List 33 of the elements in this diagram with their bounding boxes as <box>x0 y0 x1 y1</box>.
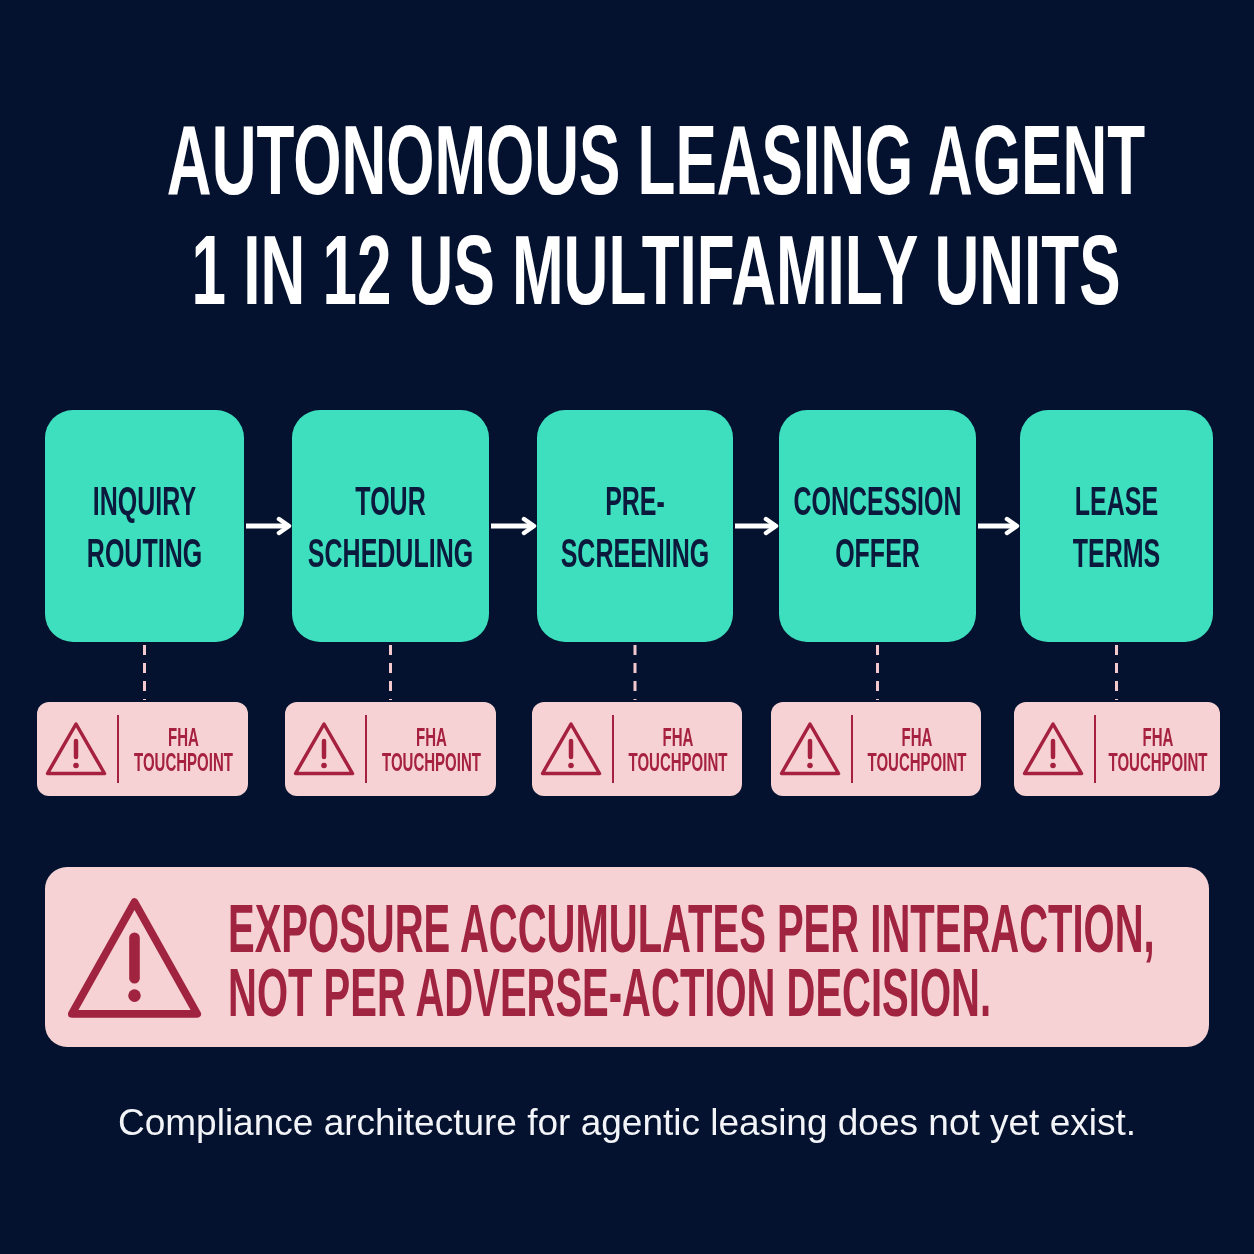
touchpoint-box <box>1014 702 1220 796</box>
dashed-connector <box>876 645 879 700</box>
step-label: INQUIRY ROUTING <box>86 476 203 576</box>
step-label: TOUR SCHEDULING <box>307 476 474 576</box>
step-label: LEASE TERMS <box>1072 476 1161 576</box>
caption: Compliance architecture for agentic leasing does not yet exist. <box>118 1101 1136 1145</box>
step-label: CONCESSION OFFER <box>793 476 962 576</box>
touchpoint-box <box>532 702 742 796</box>
arrow <box>735 516 779 536</box>
touchpoint-box <box>285 702 496 796</box>
arrow <box>978 516 1020 536</box>
process-box <box>779 410 976 642</box>
process-box <box>537 410 733 642</box>
touchpoint-label: FHA TOUCHPOINT <box>382 723 481 775</box>
touchpoint-box <box>37 702 248 796</box>
dashed-connector <box>389 645 392 700</box>
touchpoint-box <box>771 702 981 796</box>
warning-message: EXPOSURE ACCUMULATES PER INTERACTION, NOT PER ADVERSE-ACTION DECISION. <box>228 895 1156 1025</box>
process-box <box>292 410 489 642</box>
step-label: PRE-SCREENING <box>560 476 710 576</box>
dashed-connector <box>143 645 146 700</box>
touchpoint-label: FHA TOUCHPOINT <box>628 723 728 775</box>
title: AUTONOMOUS LEASING AGENT 1 IN 12 US MULTIFAMILY UNITS <box>165 106 1147 327</box>
process-box <box>1020 410 1213 642</box>
process-box <box>45 410 244 642</box>
arrow <box>491 516 537 536</box>
dashed-connector <box>633 645 637 700</box>
arrow <box>246 516 292 536</box>
touchpoint-label: FHA TOUCHPOINT <box>867 723 967 775</box>
touchpoint-label: FHA TOUCHPOINT <box>1108 723 1208 775</box>
dashed-connector <box>1115 645 1118 700</box>
warning-banner <box>45 867 1209 1047</box>
touchpoint-label: FHA TOUCHPOINT <box>134 723 233 775</box>
